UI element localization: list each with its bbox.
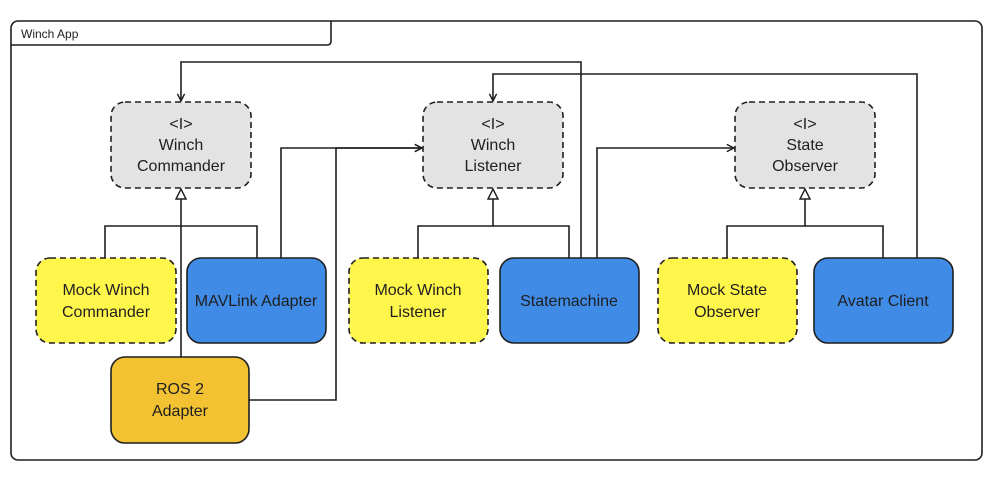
node-winch-commander[interactable]: <I> Winch Commander: [110, 101, 252, 189]
node-avatar-client[interactable]: Avatar Client: [813, 257, 954, 344]
state-observer-stereotype: <I>: [793, 116, 816, 133]
mock-winch-commander-label-1: Mock Winch: [62, 282, 149, 299]
ros2-adapter-label-1: ROS 2: [156, 381, 204, 398]
node-winch-commander-box[interactable]: [110, 101, 252, 189]
winch-listener-label-1: Winch: [471, 137, 515, 154]
edge-avatar-client-implements: [805, 225, 884, 258]
edge-ros2-adapter-uses-listener: [249, 148, 422, 401]
mock-state-observer-label-2: Observer: [694, 304, 760, 321]
mock-state-observer-label-1: Mock State: [687, 282, 767, 299]
edge-mavlink-adapter-implements: [181, 225, 258, 258]
node-statemachine-box[interactable]: [499, 257, 640, 344]
edge-mock-winch-listener-implements: [417, 189, 493, 258]
winch-commander-label-1: Winch: [159, 137, 203, 154]
statemachine-label: Statemachine: [520, 293, 618, 310]
node-mock-winch-listener[interactable]: Mock Winch Listener: [348, 257, 489, 344]
node-state-observer-box[interactable]: [734, 101, 876, 189]
node-mavlink-adapter[interactable]: MAVLink Adapter: [186, 257, 327, 344]
frame-title: Winch App: [21, 27, 79, 41]
edge-mock-state-observer-implements: [726, 189, 805, 258]
node-mock-winch-commander-box[interactable]: [35, 257, 177, 344]
edge-mock-winch-commander-implements: [104, 189, 181, 258]
node-mock-winch-commander[interactable]: Mock Winch Commander: [35, 257, 177, 344]
frame-tab: [11, 21, 332, 46]
winch-commander-label-2: Commander: [137, 158, 226, 175]
node-winch-listener-box[interactable]: [422, 101, 564, 189]
state-observer-label-2: Observer: [772, 158, 838, 175]
avatar-client-label: Avatar Client: [837, 293, 929, 310]
winch-listener-label-2: Listener: [465, 158, 523, 175]
node-mock-state-observer-box[interactable]: [657, 257, 798, 344]
node-ros2-adapter-box[interactable]: [110, 356, 250, 444]
edge-statemachine-uses-observer: [596, 148, 734, 258]
edge-statemachine-implements: [493, 225, 570, 258]
mock-winch-listener-label-2: Listener: [390, 304, 448, 321]
ros2-adapter-label-2: Adapter: [152, 403, 209, 420]
node-ros2-adapter[interactable]: ROS 2 Adapter: [110, 356, 250, 444]
winch-commander-stereotype: <I>: [169, 116, 192, 133]
edge-avatar-client-uses-listener: [493, 73, 918, 258]
mock-winch-listener-label-1: Mock Winch: [374, 282, 461, 299]
winch-listener-stereotype: <I>: [481, 116, 504, 133]
node-mock-state-observer[interactable]: Mock State Observer: [657, 257, 798, 344]
mavlink-adapter-label: MAVLink Adapter: [195, 293, 318, 310]
node-statemachine[interactable]: Statemachine: [499, 257, 640, 344]
state-observer-label-1: State: [786, 137, 823, 154]
node-mock-winch-listener-box[interactable]: [348, 257, 489, 344]
edges: [104, 61, 918, 401]
node-mavlink-adapter-box[interactable]: [186, 257, 327, 344]
node-winch-listener[interactable]: <I> Winch Listener: [422, 101, 564, 189]
edge-statemachine-uses-commander: [181, 61, 582, 258]
node-avatar-client-box[interactable]: [813, 257, 954, 344]
node-state-observer[interactable]: <I> State Observer: [734, 101, 876, 189]
mock-winch-commander-label-2: Commander: [62, 304, 151, 321]
